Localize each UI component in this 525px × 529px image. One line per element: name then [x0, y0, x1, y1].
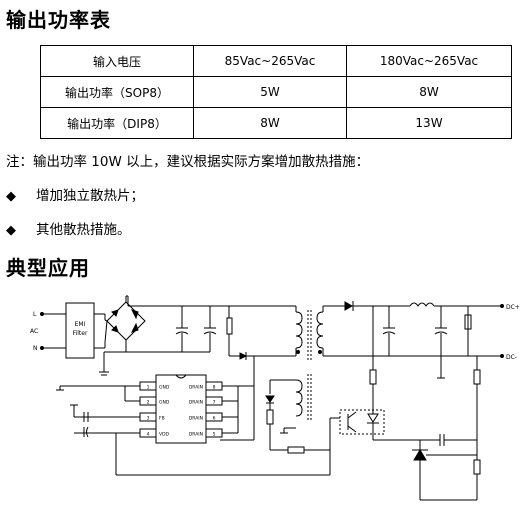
fb-resistor — [287, 446, 305, 454]
output-power-table: 输入电压 85Vac~265Vac 180Vac~265Vac 输出功率（SOP… — [40, 45, 512, 139]
table-cell: 5W — [193, 76, 347, 108]
pin-name: GND — [159, 385, 170, 391]
typical-application-schematic: L AC N EMI Filter — [30, 295, 520, 501]
heat-dissipation-note: 注：输出功率 10W 以上，建议根据实际方案增加散热措施： — [6, 154, 370, 170]
pin-name: FB — [159, 416, 165, 422]
section-title-typical-application: 典型应用 — [6, 256, 90, 280]
table-cell: 输出功率（SOP8） — [40, 76, 194, 108]
diamond-bullet-icon: ◆ — [6, 223, 16, 238]
optocoupler — [339, 409, 385, 435]
bullet-item: ◆ 增加独立散热片； — [6, 184, 144, 204]
aux-diode — [265, 395, 275, 403]
emi-label: EMI — [75, 321, 86, 328]
opto-led — [367, 413, 379, 423]
table-header-cell: 85Vac~265Vac — [193, 45, 347, 77]
snubber-diode — [239, 352, 248, 360]
divider-resistor-lower — [473, 459, 481, 475]
table-cell: 8W — [346, 76, 512, 108]
pin-number: 5 — [213, 432, 216, 438]
table-header-row: 输入电压 85Vac~265Vac 180Vac~265Vac — [40, 45, 512, 77]
input-label-l: L — [33, 311, 37, 318]
bullet-item: ◆ 其他散热措施。 — [6, 218, 131, 238]
snubber-resistor — [226, 317, 233, 335]
shunt-regulator — [413, 449, 427, 461]
pin-number: 4 — [147, 432, 150, 438]
pin-number: 1 — [147, 385, 150, 391]
pin-name: DRAIN — [189, 432, 203, 438]
table-header-cell: 输入电压 — [40, 45, 194, 77]
pin-name: DRAIN — [189, 400, 203, 406]
table-cell: 8W — [193, 107, 347, 139]
pin-number: 6 — [213, 416, 216, 422]
controller-ic — [155, 374, 207, 444]
bullet-text: 增加独立散热片； — [36, 188, 144, 204]
filter-label: Filter — [73, 330, 88, 337]
pin-name: VDD — [159, 432, 170, 438]
table-row: 输出功率（SOP8） 5W 8W — [40, 76, 512, 108]
table-row: 输出功率（DIP8） 8W 13W — [40, 107, 512, 139]
output-capacitor — [382, 306, 448, 356]
output-label-dc-plus: DC+ — [506, 304, 520, 311]
diamond-bullet-icon: ◆ — [6, 189, 16, 204]
pin-name: DRAIN — [189, 416, 203, 422]
terminal-dc-plus — [500, 304, 504, 308]
divider-resistor — [473, 369, 481, 385]
input-label-n: N — [33, 345, 38, 352]
bulk-capacitor — [175, 306, 217, 352]
feedback-resistor — [369, 369, 377, 385]
output-diode — [344, 301, 354, 311]
output-inductor — [409, 302, 435, 307]
table-header-cell: 180Vac~265Vac — [346, 45, 512, 77]
pin-name: GND — [159, 400, 170, 406]
output-label-dc-minus: DC- — [506, 354, 517, 361]
pin-number: 7 — [213, 400, 216, 406]
aux-resistor — [266, 409, 274, 425]
pin-name: DRAIN — [189, 385, 203, 391]
emi-filter-block — [65, 302, 95, 359]
bullet-text: 其他散热措施。 — [36, 222, 131, 238]
transformer — [295, 306, 324, 420]
bleed-resistor — [464, 314, 472, 330]
section-title-output-power: 输出功率表 — [6, 8, 111, 32]
pin-number: 2 — [147, 400, 150, 406]
terminal-dc-minus — [500, 354, 504, 358]
bridge-rectifier — [106, 296, 146, 352]
pin-number: 3 — [147, 416, 150, 422]
table-cell: 13W — [346, 107, 512, 139]
table-cell: 输出功率（DIP8） — [40, 107, 194, 139]
pin-number: 8 — [213, 385, 216, 391]
input-label-ac: AC — [30, 328, 38, 335]
